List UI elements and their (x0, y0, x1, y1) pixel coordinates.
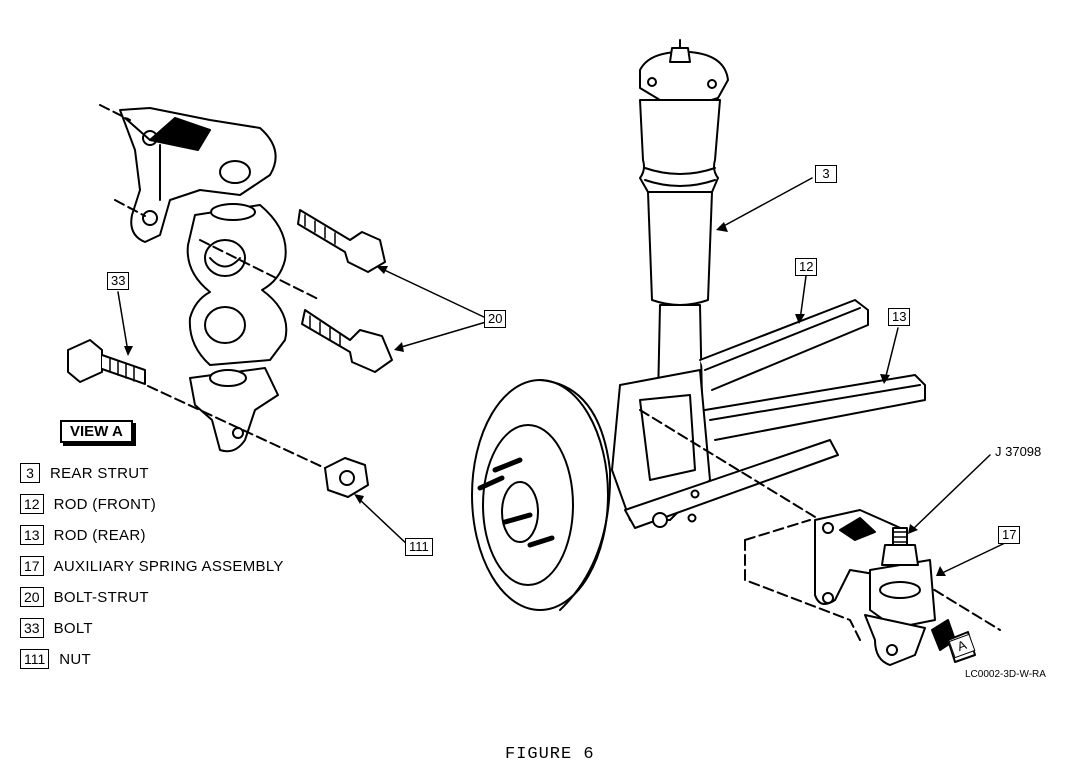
callout-20: 20 (484, 310, 507, 328)
callout-33: 33 (107, 272, 130, 290)
legend-label: NUT (59, 650, 92, 668)
legend-row: 3 REAR STRUT (20, 462, 149, 484)
nut-111 (324, 457, 369, 498)
reference-code: LC0002-3D-W-RA (965, 669, 1046, 680)
aux-spring-assembly (814, 509, 976, 666)
view-a-label: VIEW A (60, 420, 133, 443)
bushing-block (186, 204, 288, 366)
legend-number: 12 (20, 494, 44, 514)
legend-row: 33 BOLT (20, 617, 93, 639)
legend-number: 17 (20, 556, 44, 576)
legend-label: REAR STRUT (50, 464, 149, 482)
legend-row: 17 AUXILIARY SPRING ASSEMBLY (20, 555, 284, 577)
callout-111: 111 (405, 538, 433, 556)
legend-number: 13 (20, 525, 44, 545)
bolt-33 (67, 339, 103, 383)
legend-number: 33 (20, 618, 44, 638)
lower-bracket (189, 367, 279, 453)
legend-number: 3 (20, 463, 40, 483)
legend-label: ROD (REAR) (53, 526, 146, 544)
legend-row: 111 NUT (20, 648, 91, 670)
legend-row: 20 BOLT-STRUT (20, 586, 149, 608)
strut-bolt-upper (297, 209, 386, 273)
arrowheads (124, 222, 946, 576)
callout-3: 3 (815, 165, 837, 183)
legend-label: BOLT (53, 619, 93, 637)
strut-assembly (611, 39, 729, 521)
legend-label: AUXILIARY SPRING ASSEMBLY (53, 557, 284, 575)
figure-caption: FIGURE 6 (505, 745, 595, 764)
leader-lines (117, 177, 1006, 575)
tool-number-label: J 37098 (995, 444, 1042, 459)
bracket-detail (67, 104, 393, 498)
legend-row: 13 ROD (REAR) (20, 524, 146, 546)
legend-number: 111 (20, 649, 50, 669)
callout-12: 12 (795, 258, 818, 276)
callout-17: 17 (998, 526, 1021, 544)
strut-bolt-lower (301, 309, 393, 373)
brake-rotor (471, 379, 612, 611)
legend-row: 12 ROD (FRONT) (20, 493, 156, 515)
legend-label: ROD (FRONT) (53, 495, 157, 513)
legend-number: 20 (20, 587, 44, 607)
legend-label: BOLT-STRUT (53, 588, 149, 606)
callout-13: 13 (888, 308, 911, 326)
